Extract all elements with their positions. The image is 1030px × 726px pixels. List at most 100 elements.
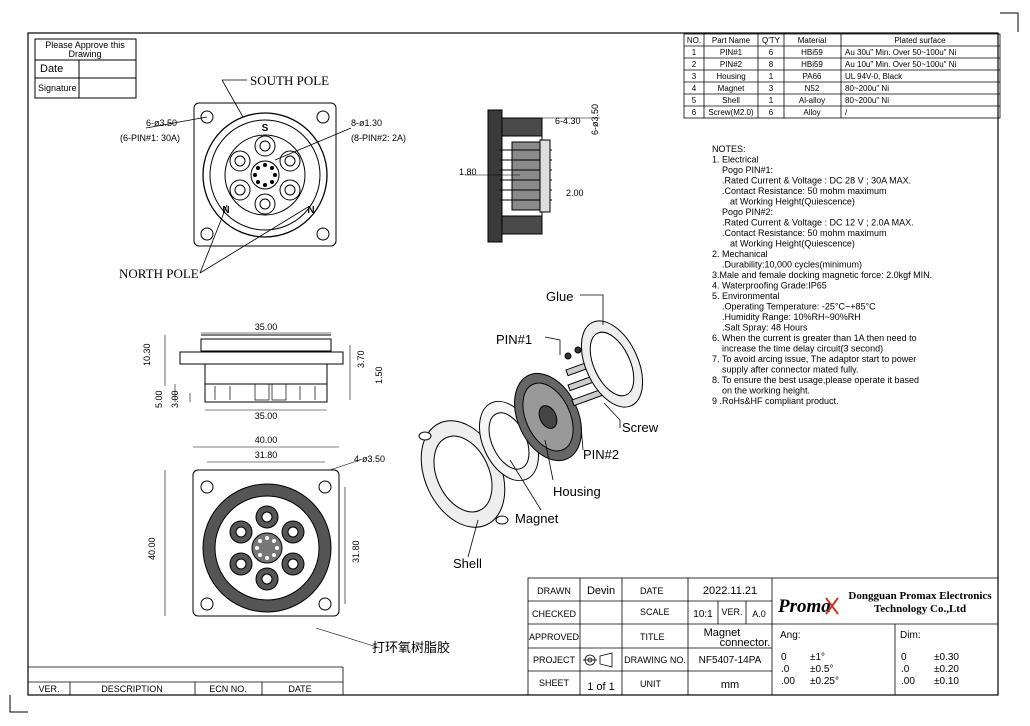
company-name-2: Technology Co.,Ltd [874, 603, 966, 615]
rev-description: DESCRIPTION [101, 684, 163, 694]
side-section-view [465, 109, 600, 243]
exploded-view-leaders [467, 294, 621, 558]
pin2-label: PIN#2 [583, 447, 619, 462]
bom-cell: 6 [769, 48, 774, 57]
dim-hole-top: 6-ø3.50 [146, 118, 177, 128]
bom-cell: 3 [692, 72, 697, 81]
tb-sheet-value: 1 of 1 [587, 681, 615, 693]
dim-pin2-size: 8-ø1.30 [351, 118, 382, 128]
front-view [164, 332, 351, 411]
dim-tol-key: .00 [901, 676, 915, 687]
dim-tol-key: .0 [901, 664, 910, 675]
dim-tol-key: 0 [901, 652, 907, 663]
dim-tol-value: ±0.30 [934, 652, 959, 663]
bom-cell: Au 30u" Min. Over 50~100u" Ni [845, 48, 957, 57]
tb-drawn-label: DRAWN [537, 586, 571, 596]
bom-cell: 6 [769, 108, 774, 117]
bom-cell: HBi59 [801, 48, 823, 57]
tb-date-value: 2022.11.21 [703, 585, 757, 597]
tb-dim-label: Dim: [900, 630, 921, 641]
pin1-label: PIN#1 [496, 332, 532, 347]
dim-31-80-v: 31.80 [351, 540, 361, 563]
notes-line: 2. Mechanical [712, 249, 768, 259]
notes-line: .Humidity Range: 10%RH~90%RH [722, 312, 861, 322]
magnet-label: Magnet [515, 511, 559, 526]
dim-40-v: 40.00 [147, 537, 157, 560]
bom-cell: 6 [692, 108, 697, 117]
approve-title: Please Approve this [45, 40, 125, 50]
dim-6-3-50: 6-ø3.50 [590, 104, 600, 135]
dim-10-30: 10.30 [142, 343, 152, 366]
north-pole-label: NORTH POLE [119, 266, 199, 281]
title-block-labels: DRAWN Devin DATE 2022.11.21 CHECKED SCAL… [529, 585, 992, 693]
notes-line: .Durability:10,000 cycles(minimum) [722, 260, 862, 270]
tb-drawing-no-value: NF5407-14PA [699, 655, 762, 666]
tb-ang-label: Ang: [780, 630, 801, 641]
title-block [527, 577, 999, 696]
bom-cell: Au 10u" Min. Over 50~100u" Ni [845, 60, 957, 69]
bom-cell: HBi59 [801, 60, 823, 69]
sheet-frame [9, 12, 1019, 713]
bom-cell: / [845, 108, 848, 117]
s-pole-mark: S [262, 123, 269, 134]
tb-drawing-no-label: DRAWING NO. [624, 655, 686, 665]
tb-title-label: TITLE [640, 632, 665, 642]
bottom-view-labels: 40.00 31.80 4-ø3.50 40.00 31.80 打环氧树脂胶 [147, 435, 450, 655]
approve-signature-label: Signature [38, 83, 77, 93]
ang-tol-key: .00 [781, 676, 795, 687]
epoxy-note: 打环氧树脂胶 [372, 640, 450, 655]
notes-line: .Operating Temperature: -25°C~+85°C [722, 302, 876, 312]
notes-line: at Working Height(Quiescence) [730, 197, 855, 207]
notes-line: 8. To ensure the best usage,please opera… [712, 375, 919, 385]
bottom-view [164, 446, 381, 649]
notes-line: 6. When the current is greater than 1A t… [712, 333, 917, 343]
dim-1-80: 1.80 [459, 167, 477, 177]
notes-line: on the working height. [722, 386, 810, 396]
front-view-labels: 35.00 35.00 10.30 5.00 3.00 3.70 1.50 [142, 322, 384, 421]
notes-line: 9 .RoHs&HF compliant product. [712, 396, 839, 406]
company-name-1: Dongguan Promax Electronics [848, 590, 992, 602]
bom-header-cell: Material [798, 36, 827, 45]
rev-date: DATE [288, 684, 311, 694]
tb-project-label: PROJECT [533, 655, 576, 665]
bom-cell: 1 [692, 48, 697, 57]
notes-line: .Salt Spray: 48 Hours [722, 323, 808, 333]
bom-cell: 4 [692, 84, 697, 93]
notes-line: 1. Electrical [712, 155, 759, 165]
tb-ver-label: VER. [721, 607, 742, 617]
notes-line: Pogo PIN#2: [722, 207, 773, 217]
ang-tol-value: ±0.25° [810, 676, 839, 687]
tb-scale-label: SCALE [640, 607, 670, 617]
tb-drawn-value: Devin [587, 585, 615, 597]
bom-cell: 5 [692, 96, 697, 105]
company-logo-text: Proma [777, 596, 831, 617]
dim-3-70: 3.70 [356, 350, 366, 368]
top-view [193, 102, 337, 247]
dim-5-00: 5.00 [154, 390, 164, 408]
bom-cell: Magnet [718, 84, 745, 93]
glue-label: Glue [546, 289, 573, 304]
dim-6-4-30: 6-4.30 [555, 116, 581, 126]
dim-pin2-note: (8-PIN#2: 2A) [351, 133, 406, 143]
rev-ecn: ECN NO. [209, 684, 247, 694]
bom-cell: N52 [805, 84, 820, 93]
notes-line: .Rated Current & Voltage : DC 12 V ; 2.0… [722, 218, 914, 228]
dim-tol-value: ±0.10 [934, 676, 959, 687]
bom-cell: PIN#1 [720, 48, 743, 57]
bom-cell: 1 [769, 72, 774, 81]
notes-line: 7. To avoid arcing issue, The adaptor st… [712, 354, 916, 364]
bom-cell: Al-alloy [799, 96, 825, 105]
bom-header-cell: Plated surface [894, 36, 946, 45]
tb-title-value-2: connector. [720, 637, 771, 649]
bom-cell: 2 [692, 60, 697, 69]
tb-ver-value: A.0 [752, 609, 766, 619]
approve-box: Please Approve this Drawing Date Signatu… [34, 38, 137, 99]
tb-scale-value: 10:1 [693, 609, 713, 620]
notes-line: Pogo PIN#1: [722, 165, 773, 175]
shell-label: Shell [453, 556, 482, 571]
notes-line: NOTES: [712, 144, 746, 154]
notes-line: increase the time delay circuit(3 second… [722, 344, 883, 354]
